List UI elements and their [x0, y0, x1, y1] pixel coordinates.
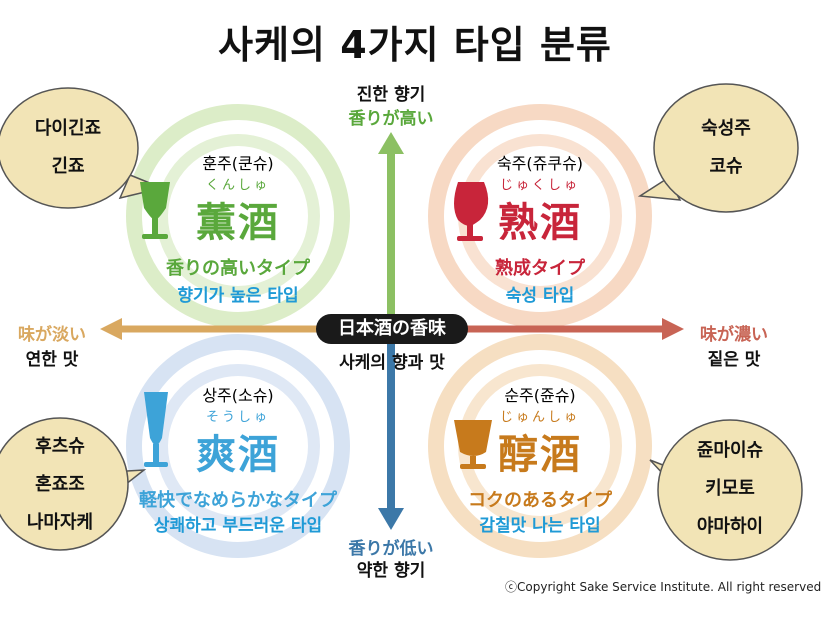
brandy-glass-icon — [454, 182, 489, 241]
axis-left-arrow — [100, 318, 122, 340]
bubble-item: 나마자케 — [26, 512, 94, 533]
bubble-item: 혼죠조 — [35, 474, 85, 495]
bubble-item: 후츠슈 — [35, 436, 85, 457]
jukushu-furigana: じゅくしゅ — [499, 178, 580, 193]
kunshu-kanji: 薫酒 — [196, 200, 280, 246]
axis-bottom-korean: 약한 향기 — [356, 561, 426, 581]
bubble-item: 숙성주 — [701, 118, 751, 139]
bubble-top-right — [637, 83, 799, 213]
kunshu-jp-type: 香りの高いタイプ — [166, 258, 310, 279]
bubble-top-left-text: 다이긴죠 긴죠 — [8, 110, 128, 186]
jukushu-kor-type: 숙성 타입 — [505, 286, 575, 306]
soushu-jp-type: 軽快でなめらかなタイプ — [139, 490, 337, 511]
axis-up-arrow — [378, 132, 404, 154]
soushu-korean-name: 상주(소슈) — [202, 386, 274, 405]
junshu-furigana: じゅんしゅ — [499, 410, 580, 425]
axis-down-arrow — [378, 508, 404, 530]
soushu-circle — [126, 334, 350, 558]
axis-right-arrow — [662, 318, 684, 340]
kunshu-kor-type: 향기가 높은 타입 — [177, 286, 299, 306]
junshu-kanji: 醇酒 — [498, 432, 582, 478]
soushu-kanji: 爽酒 — [196, 432, 280, 478]
jukushu-korean-name: 숙주(쥬쿠슈) — [496, 154, 584, 173]
kunshu-korean-name: 훈주(쿤슈) — [202, 154, 274, 173]
axis-top-japanese: 香りが高い — [348, 109, 434, 129]
bubble-bottom-left-text: 후츠슈 혼죠조 나마자케 — [0, 428, 120, 542]
axis-right-korean: 짙은 맛 — [707, 350, 761, 370]
axis-top-korean: 진한 향기 — [356, 85, 426, 105]
copyright-notice: ⓒCopyright Sake Service Institute. All r… — [505, 580, 822, 594]
kunshu-circle — [126, 104, 350, 328]
bubble-bottom-left — [0, 417, 147, 551]
bubble-item: 쥰마이슈 — [696, 440, 764, 461]
bubble-item: 키모토 — [705, 478, 755, 499]
bubble-item: 야마하이 — [696, 516, 764, 537]
junshu-jp-type: コクのあるタイプ — [468, 490, 612, 511]
flute-glass-icon — [144, 392, 168, 467]
junshu-kor-type: 감칠맛 나는 타입 — [479, 516, 601, 536]
soushu-kor-type: 상쾌하고 부드러운 타입 — [153, 516, 323, 536]
bubble-bottom-right-text: 쥰마이슈 키모토 야마하이 — [670, 432, 790, 546]
kunshu-furigana: くんしゅ — [205, 178, 270, 193]
bubble-item: 코슈 — [709, 156, 743, 177]
axis-bottom-japanese: 香りが低い — [348, 539, 434, 559]
axis-left-korean: 연한 맛 — [25, 350, 79, 370]
cup-glass-icon — [454, 420, 492, 469]
center-badge: 日本酒の香味 — [316, 314, 468, 344]
bubble-item: 다이긴죠 — [34, 118, 102, 139]
bubble-top-right-text: 숙성주 코슈 — [666, 110, 786, 186]
page-title: 사케의 4가지 타입 분류 — [218, 23, 612, 67]
junshu-circle — [428, 334, 652, 558]
wine-glass-icon — [140, 182, 170, 239]
junshu-korean-name: 순주(쥰슈) — [504, 386, 576, 405]
axis-right-japanese: 味が濃い — [700, 325, 768, 345]
jukushu-jp-type: 熟成タイプ — [495, 258, 585, 279]
jukushu-circle — [428, 104, 652, 328]
center-korean: 사케의 향과 맛 — [339, 353, 445, 373]
soushu-furigana: そうしゅ — [205, 410, 270, 425]
jukushu-kanji: 熟酒 — [498, 200, 582, 246]
bubble-item: 긴죠 — [51, 156, 85, 177]
axis-left-japanese: 味が淡い — [18, 325, 86, 345]
bubble-bottom-right — [649, 419, 803, 561]
